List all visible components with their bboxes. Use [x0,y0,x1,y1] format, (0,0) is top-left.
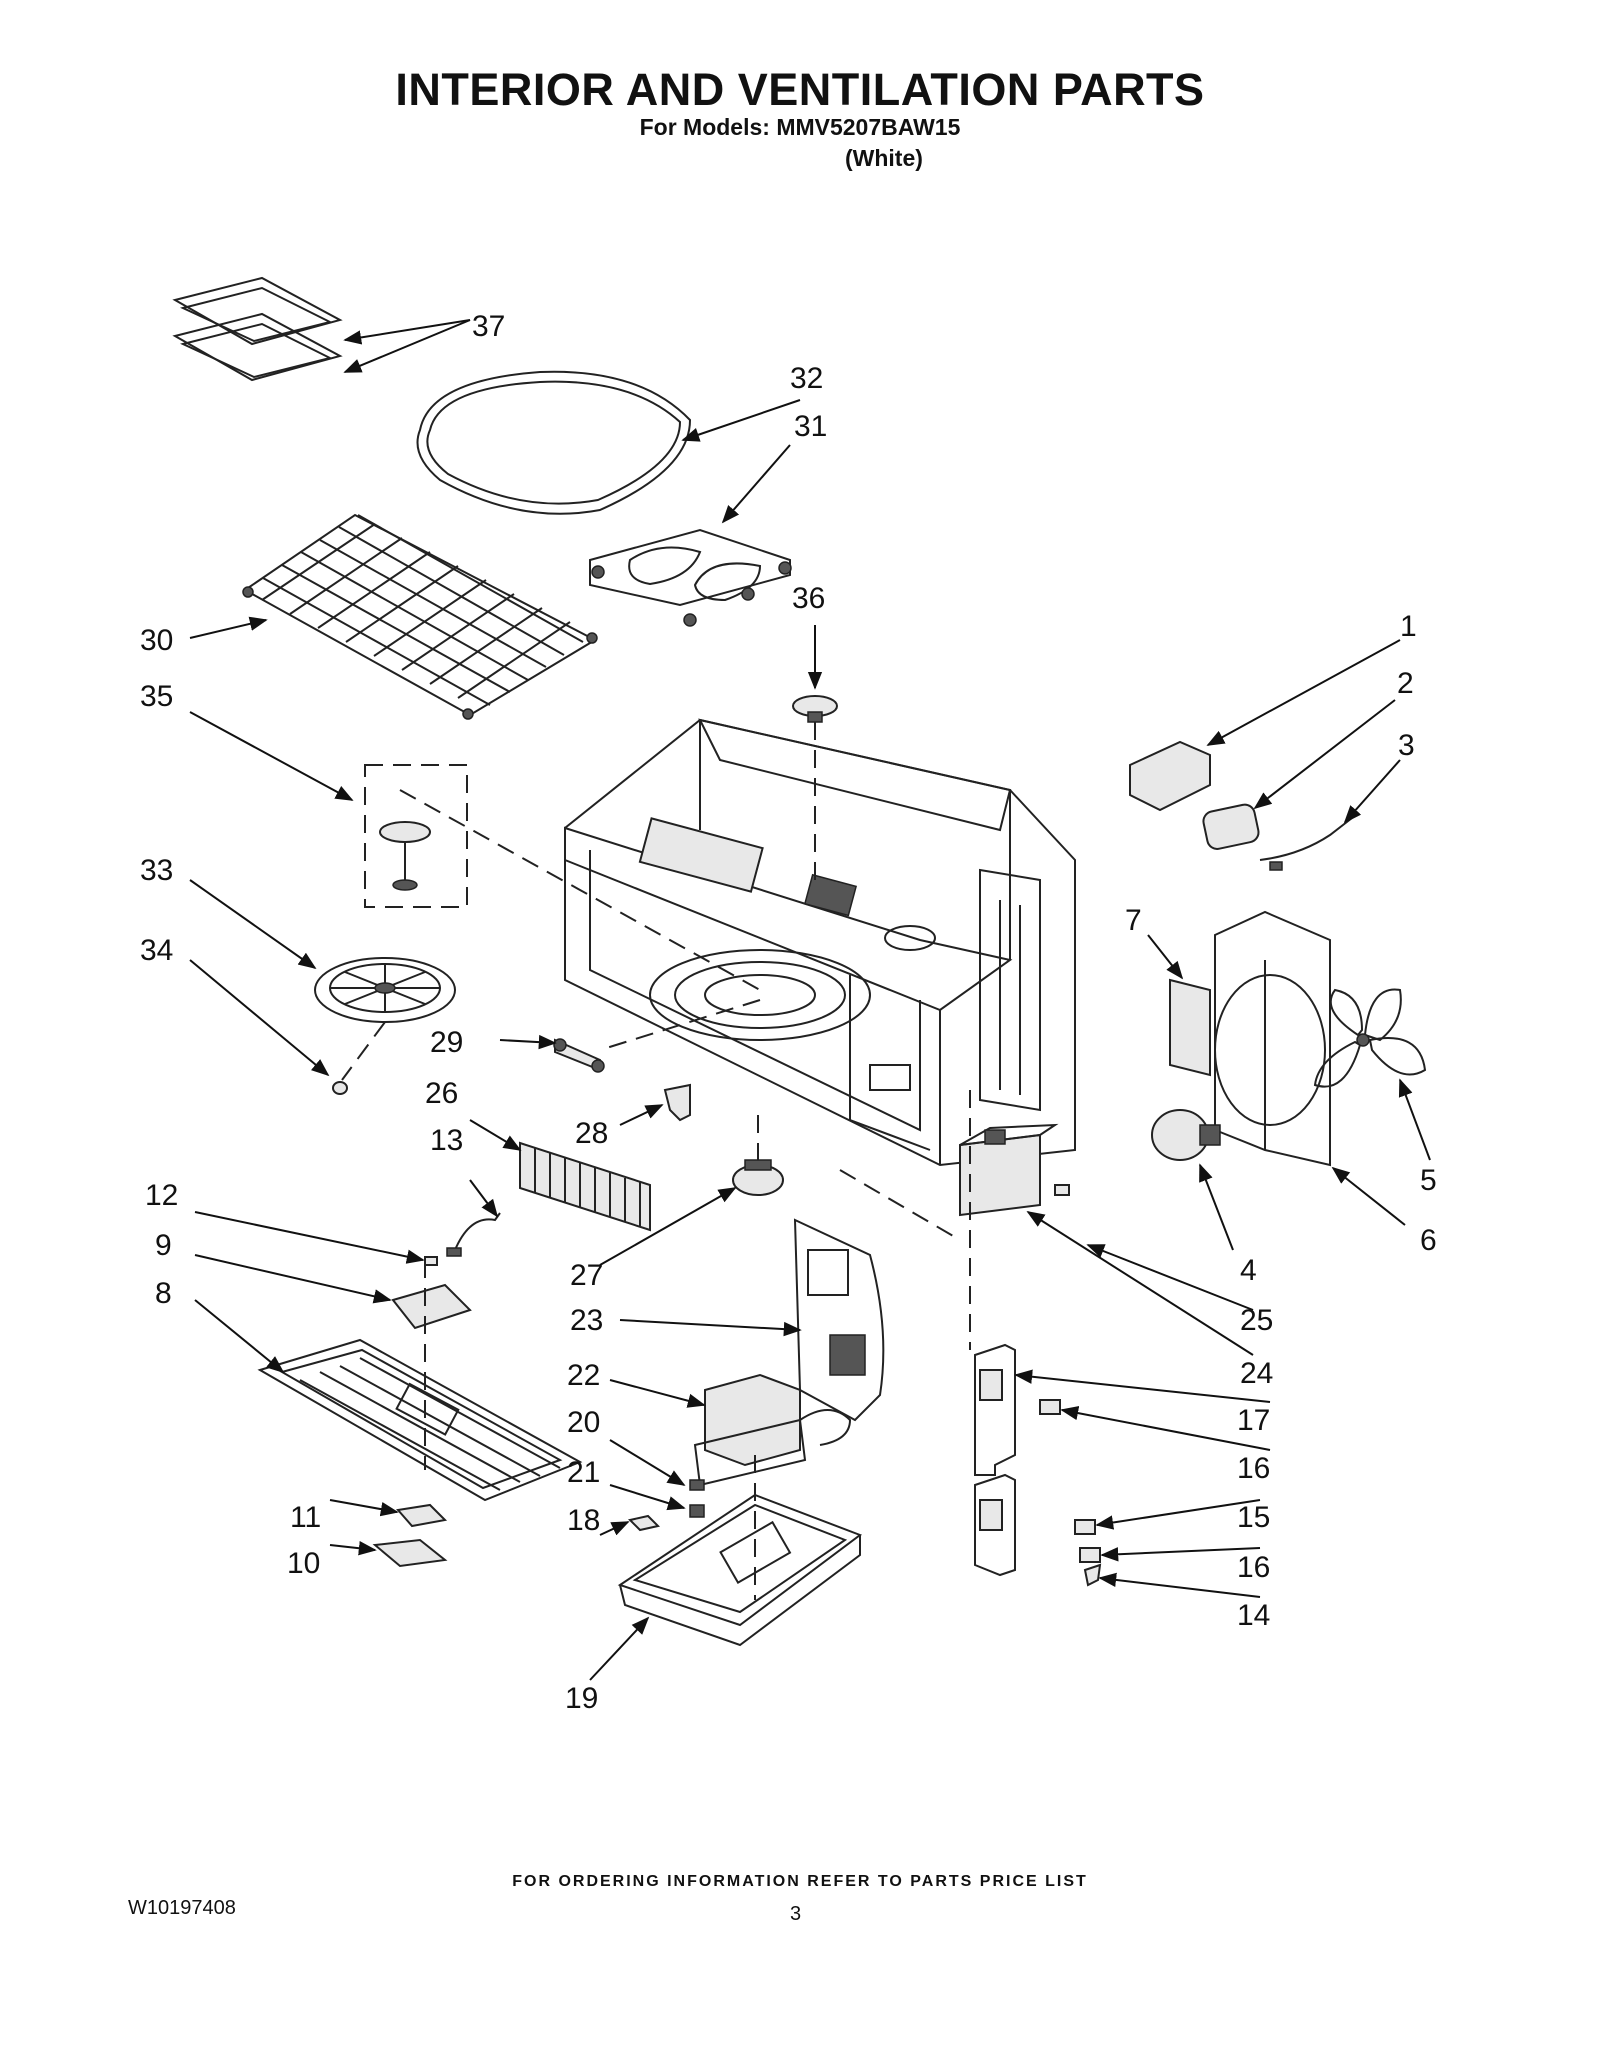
part-5-fan-blade [1313,988,1427,1088]
callout-labels: 37 32 31 30 36 35 1 2 3 33 7 34 29 26 28… [140,310,1437,1715]
part-25-thermostat [1054,1184,1070,1196]
part-13-harness [446,1212,501,1257]
part-19-base-plate [617,1455,863,1647]
callout-6: 6 [1420,1224,1437,1257]
part-30-wire-rack [242,513,598,720]
part-23-waveguide [793,1218,885,1422]
callout-15: 15 [1237,1501,1270,1534]
part-7-control-board [1169,978,1211,1077]
callout-20: 20 [567,1406,600,1439]
part-37-filters [172,276,343,382]
page-title: INTERIOR AND VENTILATION PARTS [395,64,1205,115]
callout-35: 35 [140,680,173,713]
part-10-lamp-cover [372,1538,448,1568]
part-2-capacitor [1202,803,1260,850]
document-number: W10197408 [128,1897,236,1919]
part-6-fan-housing [1214,910,1331,1167]
part-16-switch-upper [1039,1399,1061,1415]
callout-7: 7 [1125,904,1142,937]
callout-33: 33 [140,854,173,887]
callout-32: 32 [790,362,823,395]
part-15-switch [1074,1519,1096,1535]
part-29-coupling [553,1038,605,1073]
callout-28: 28 [575,1117,608,1150]
color-variant: (White) [845,145,923,171]
callout-18: 18 [567,1504,600,1537]
part-4-fan-motor [1151,1109,1221,1161]
part-26-vent-grille [519,1141,651,1232]
part-17-latch-lower [974,1473,1016,1577]
callout-3: 3 [1398,729,1415,762]
part-16-switch-lower [1079,1547,1101,1563]
part-1-bracket [1129,740,1211,812]
part-27-motor [732,1115,784,1196]
callout-14: 14 [1237,1599,1270,1632]
part-20-21-components [689,1479,705,1518]
leader-lines [189,319,1431,1681]
main-cavity [399,718,1076,1167]
part-33-roller-guide [314,957,456,1023]
part-22-transformer [693,1373,852,1487]
callout-24: 24 [1240,1357,1273,1390]
callout-4: 4 [1240,1254,1257,1287]
callout-25: 25 [1240,1304,1273,1337]
callout-30: 30 [140,624,173,657]
part-14-lever [1083,1563,1102,1587]
callout-29: 29 [430,1026,463,1059]
part-9-lamp-housing [391,1283,472,1330]
callout-8: 8 [155,1277,172,1310]
part-28-bracket [663,1083,691,1122]
part-31-rack-support [589,528,792,627]
callout-26: 26 [425,1077,458,1110]
part-34-roller [332,1021,386,1095]
part-12-lamp [424,1256,438,1266]
callout-31: 31 [794,410,827,443]
part-8-bottom-plate [257,1260,583,1502]
part-36-stirrer-cover [792,695,838,723]
callout-11: 11 [290,1501,321,1534]
callout-5: 5 [1420,1164,1437,1197]
callout-9: 9 [155,1229,172,1262]
callout-17: 17 [1237,1404,1270,1437]
callout-16-lower: 16 [1237,1551,1270,1584]
callout-22: 22 [567,1359,600,1392]
callout-23: 23 [570,1304,603,1337]
callout-13: 13 [430,1124,463,1157]
model-subtitle: For Models: MMV5207BAW15 [639,114,961,140]
callout-1: 1 [1400,610,1417,643]
part-35-coupler [364,764,468,908]
part-24-magnetron [959,1123,1059,1217]
callout-36: 36 [792,582,825,615]
callout-2: 2 [1397,667,1414,700]
callout-21: 21 [567,1456,600,1489]
part-3-diode [1259,817,1353,871]
callout-10: 10 [287,1547,320,1580]
callout-12: 12 [145,1179,178,1212]
callout-19: 19 [565,1682,598,1715]
callout-34: 34 [140,934,173,967]
page-number: 3 [790,1903,802,1925]
part-18-label [628,1514,660,1532]
callout-16-upper: 16 [1237,1452,1270,1485]
callout-37: 37 [472,310,505,343]
part-32-ring [416,370,692,515]
part-17-latch-upper [974,1343,1016,1476]
callout-27: 27 [570,1259,603,1292]
ordering-note: FOR ORDERING INFORMATION REFER TO PARTS … [512,1873,1088,1890]
part-11-label [396,1503,448,1528]
